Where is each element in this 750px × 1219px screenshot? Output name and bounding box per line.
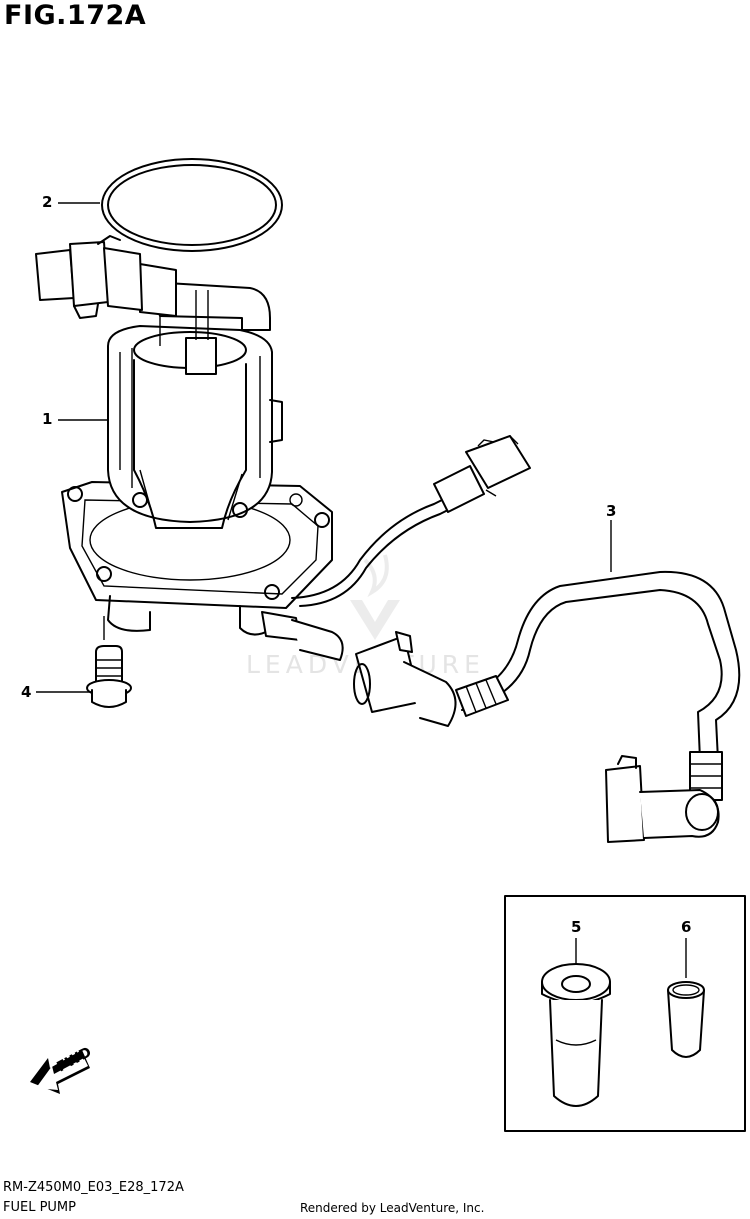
cushion-part-6[interactable] bbox=[667, 981, 705, 1058]
rendered-by-credit: Rendered by LeadVenture, Inc. bbox=[300, 1201, 485, 1215]
fuel-pump-assembly[interactable] bbox=[35, 235, 344, 661]
callout-5: 5 bbox=[571, 918, 582, 936]
wire-harness[interactable] bbox=[291, 435, 531, 607]
diagram-code: RM-Z450M0_E03_E28_172A bbox=[3, 1180, 184, 1195]
callout-2: 2 bbox=[42, 193, 53, 211]
part-name: FUEL PUMP bbox=[3, 1200, 76, 1215]
callout-3: 3 bbox=[606, 502, 617, 520]
callout-4: 4 bbox=[21, 683, 32, 701]
figure-title: FIG.172A bbox=[4, 0, 147, 31]
cushion-part-5[interactable] bbox=[541, 963, 611, 1107]
leader-lines bbox=[36, 202, 687, 978]
callout-6: 6 bbox=[681, 918, 692, 936]
o-ring-part[interactable] bbox=[101, 158, 283, 252]
flange-bolt[interactable] bbox=[86, 645, 132, 708]
forward-direction-arrow-icon: FWD bbox=[30, 1044, 94, 1094]
watermark-logo bbox=[350, 554, 400, 640]
callout-1: 1 bbox=[42, 410, 53, 428]
fuel-hose-assembly[interactable] bbox=[353, 570, 741, 843]
detail-box bbox=[504, 895, 746, 1132]
